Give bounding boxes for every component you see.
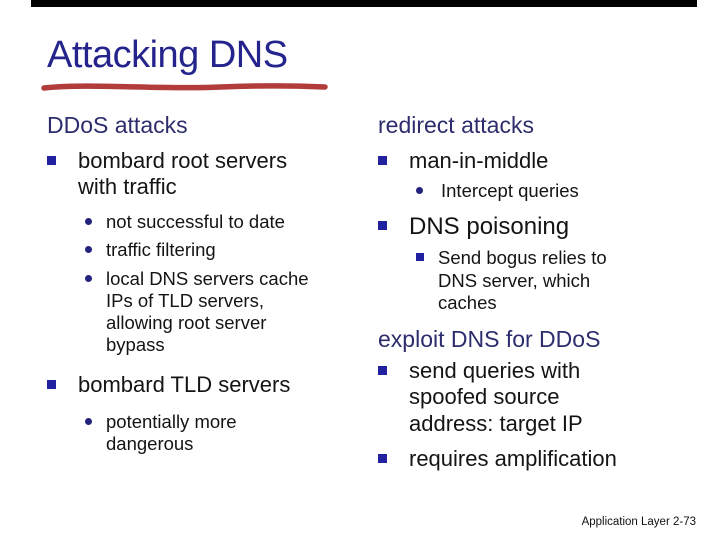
round-bullet-icon: [416, 187, 423, 195]
slide-page-number: Application Layer 2-73: [581, 516, 696, 528]
left-column-header: DDoS attacks: [47, 112, 188, 138]
list-item: potentially more dangerous: [47, 411, 352, 455]
square-bullet-icon: [378, 155, 387, 165]
list-item: Send bogus relies to DNS server, which c…: [378, 247, 713, 314]
list-item: local DNS servers cache IPs of TLD serve…: [47, 268, 352, 357]
list-item-text: traffic filtering: [106, 239, 216, 261]
square-bullet-icon: [416, 253, 424, 262]
list-item-text: man-in-middle: [409, 147, 549, 173]
list-item-text: requires amplification: [409, 446, 617, 472]
top-border-bar: [31, 0, 697, 7]
right-column-header-exploit: exploit DNS for DDoS: [378, 325, 601, 352]
square-bullet-icon: [47, 380, 56, 390]
square-bullet-icon: [378, 454, 387, 464]
list-item: DNS poisoning: [378, 213, 713, 242]
list-item-text: bombard TLD servers: [78, 372, 291, 398]
list-item-text: potentially more dangerous: [106, 411, 237, 455]
list-item: bombard TLD servers: [47, 372, 352, 399]
slide-title: Attacking DNS: [47, 34, 288, 76]
square-bullet-icon: [378, 365, 387, 375]
list-item-text: local DNS servers cache IPs of TLD serve…: [106, 267, 309, 356]
square-bullet-icon: [47, 155, 56, 165]
list-item-text: bombard root servers with traffic: [78, 147, 288, 200]
round-bullet-icon: [85, 418, 92, 426]
right-column: redirect attacks man-in-middle Intercept…: [378, 112, 713, 473]
list-item-text: Intercept queries: [441, 180, 579, 202]
list-item: traffic filtering: [47, 239, 352, 261]
list-item-text: Send bogus relies to DNS server, which c…: [438, 247, 607, 313]
list-item: send queries with spoofed source address…: [378, 358, 713, 438]
list-item: requires amplification: [378, 446, 713, 473]
list-item-text: not successful to date: [106, 211, 285, 233]
right-column-header-redirect: redirect attacks: [378, 112, 534, 138]
list-item-text: DNS poisoning: [409, 212, 570, 240]
list-item: man-in-middle: [378, 148, 713, 175]
round-bullet-icon: [85, 274, 92, 282]
list-item-text: send queries with spoofed source address…: [409, 357, 583, 437]
square-bullet-icon: [378, 220, 387, 230]
left-column: DDoS attacks bombard root servers with t…: [47, 112, 352, 456]
list-item: Intercept queries: [378, 180, 713, 202]
list-item: bombard root servers with traffic: [47, 148, 352, 202]
round-bullet-icon: [85, 246, 92, 254]
title-underline-stroke: [41, 83, 328, 91]
round-bullet-icon: [85, 218, 92, 226]
list-item: not successful to date: [47, 211, 352, 233]
